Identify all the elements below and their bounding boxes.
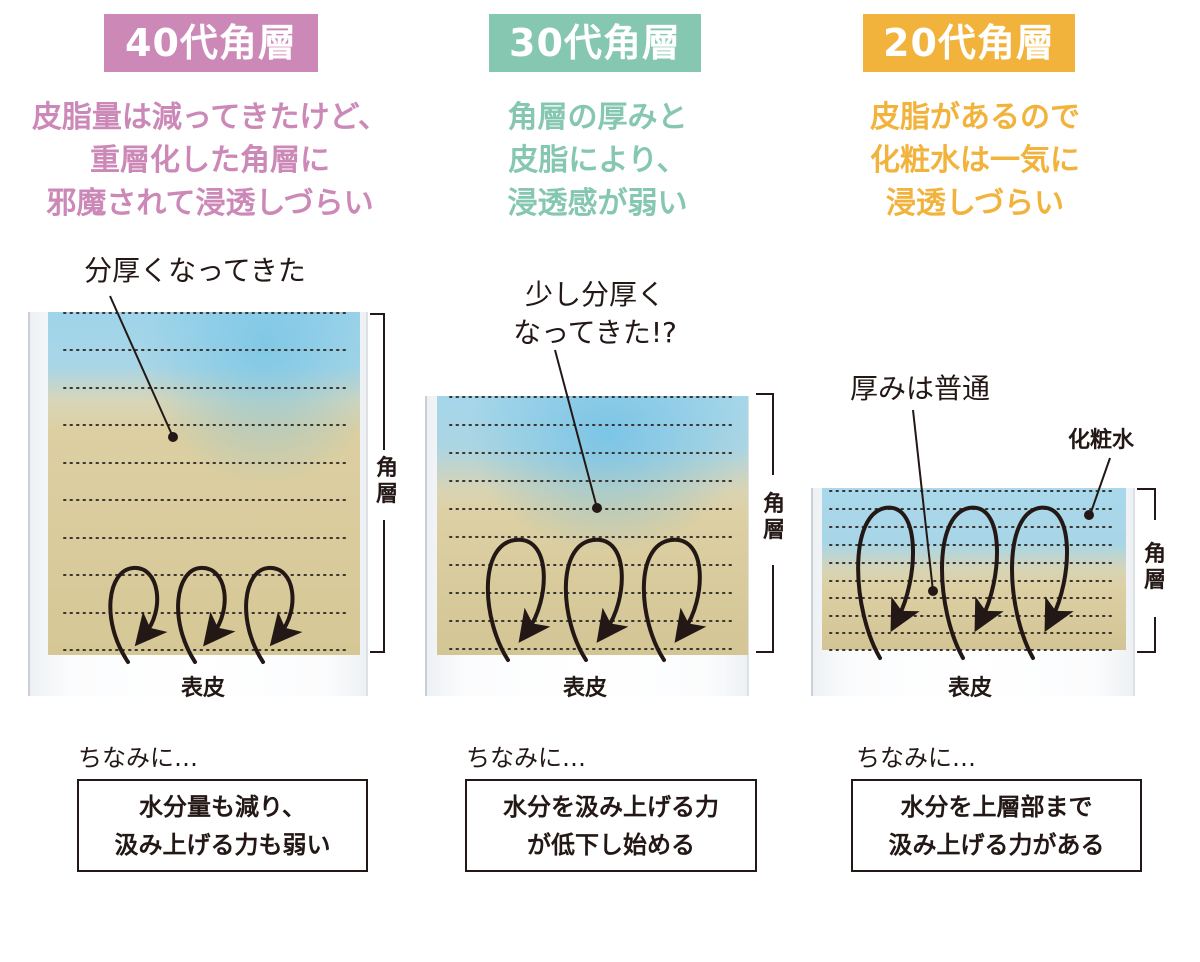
age30-bracket-gap [765, 475, 779, 565]
age40-headline-line3: 邪魔されて浸透しづらい [46, 186, 374, 221]
age20-title: 20代角層 [883, 21, 1055, 65]
age30-note-line1: 水分を汲み上げる力 [503, 792, 719, 821]
age20-callout-text: 厚みは普通 [849, 372, 990, 405]
age20-sample-texture [822, 488, 1126, 650]
age30-layer-label: 角層 [761, 492, 787, 544]
age30-headline-line1: 角層の厚みと [507, 100, 688, 135]
age30-sample-texture [437, 396, 748, 655]
age20-headline-line3: 浸透しづらい [885, 186, 1065, 221]
age20-note-line2: 汲み上げる力がある [888, 830, 1105, 859]
age30-layer-label-text: 角層 [762, 492, 785, 543]
age40-headline-line2: 重層化した角層に [90, 143, 330, 178]
age40-note-line2: 汲み上げる力も弱い [114, 830, 331, 859]
age30-callout: 少し分厚く なってきた!? [470, 276, 720, 352]
age40-sample-texture [48, 312, 360, 655]
age40-epidermis-label: 表皮 [181, 676, 226, 701]
age20-headline: 皮脂があるので 化粧水は一気に 浸透しづらい [800, 96, 1150, 225]
age40-callout-text: 分厚くなってきた [84, 254, 306, 287]
age30-callout-line1: 少し分厚く [524, 278, 665, 311]
age20-lotion-label: 化粧水 [1068, 428, 1135, 453]
age20-headline-line1: 皮脂があるので [870, 100, 1080, 135]
age20-layer-label: 角層 [1142, 542, 1168, 594]
age40-headline: 皮脂量は減ってきたけど、 重層化した角層に 邪魔されて浸透しづらい [0, 96, 420, 225]
age30-note-box: 水分を汲み上げる力 が低下し始める [465, 779, 757, 872]
age20-note-lead: ちなみに… [856, 744, 976, 772]
age20-stratum-corneum-sample [822, 488, 1126, 650]
age40-title-badge: 40代角層 [104, 14, 318, 72]
age30-headline: 角層の厚みと 皮脂により、 浸透感が弱い [420, 96, 775, 225]
age30-headline-line3: 浸透感が弱い [507, 186, 688, 221]
age40-stratum-corneum-sample [48, 312, 360, 655]
age30-callout-line2: なってきた!? [513, 316, 677, 349]
age20-layer-label-text: 角層 [1143, 542, 1166, 593]
age20-bracket-gap [1146, 520, 1160, 617]
age30-title-badge: 30代角層 [489, 14, 701, 72]
age40-title: 40代角層 [125, 21, 297, 65]
age40-note-lead: ちなみに… [78, 744, 198, 772]
age20-epidermis-label: 表皮 [948, 676, 993, 701]
age30-epidermis-label: 表皮 [563, 676, 608, 701]
age20-note-box: 水分を上層部まで 汲み上げる力がある [851, 779, 1142, 872]
age30-note-lead: ちなみに… [466, 744, 586, 772]
age20-title-badge: 20代角層 [863, 14, 1075, 72]
age40-callout: 分厚くなってきた [60, 252, 330, 290]
age40-bracket-gap [378, 450, 390, 520]
age20-note-line1: 水分を上層部まで [900, 792, 1093, 821]
age20-callout: 厚みは普通 [820, 370, 1020, 408]
age30-note-line2: が低下し始める [527, 830, 695, 859]
age40-layer-label-text: 角層 [375, 456, 398, 507]
age40-note-line1: 水分量も減り、 [138, 792, 307, 821]
age30-headline-line2: 皮脂により、 [508, 143, 687, 178]
age40-headline-line1: 皮脂量は減ってきたけど、 [31, 100, 389, 135]
age30-title: 30代角層 [509, 21, 681, 65]
age20-headline-line2: 化粧水は一気に [870, 143, 1080, 178]
age30-stratum-corneum-sample [437, 396, 748, 655]
age40-note-box: 水分量も減り、 汲み上げる力も弱い [77, 779, 368, 872]
age40-layer-label: 角層 [374, 456, 400, 508]
